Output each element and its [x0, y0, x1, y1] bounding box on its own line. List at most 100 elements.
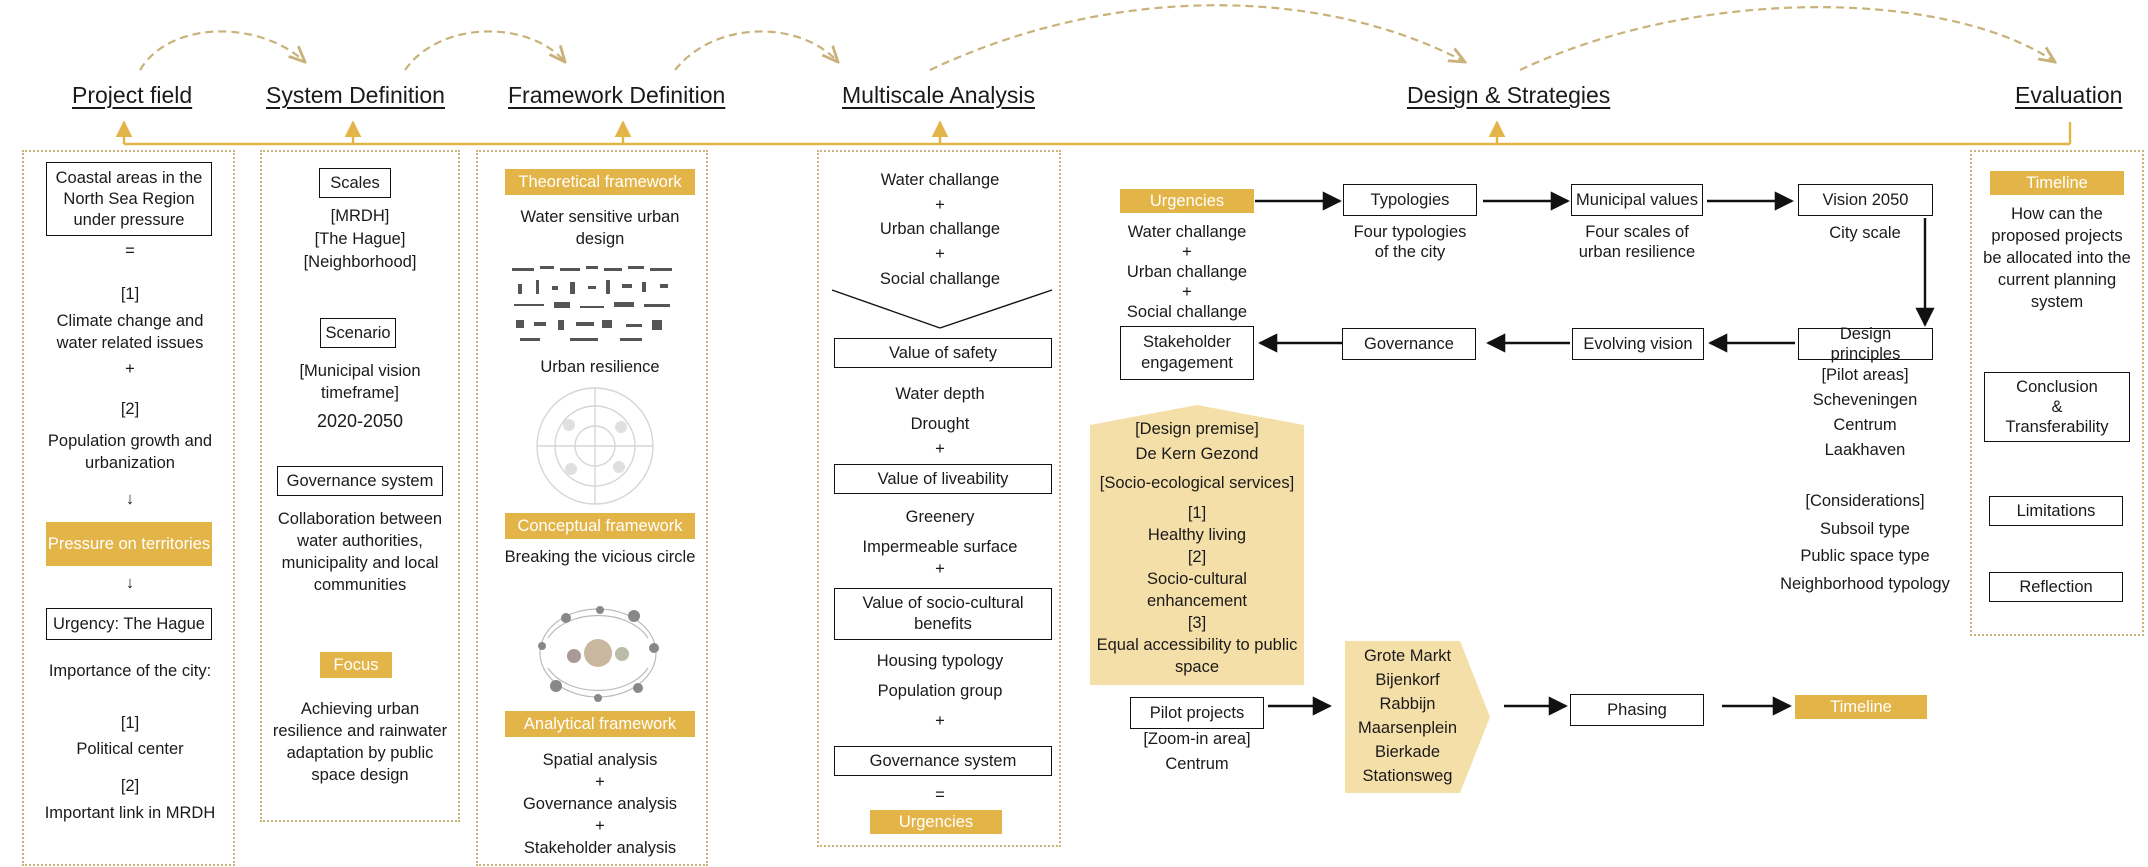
scales-box: Scales	[319, 168, 391, 198]
importance-number-2: [2]	[120, 777, 140, 795]
evolving-vision-box: Evolving vision	[1572, 328, 1704, 360]
multiscale-plus-5: +	[935, 712, 945, 730]
breaking-text: Breaking the vicious circle	[504, 548, 696, 566]
analytical-framework-label: Analytical framework	[505, 711, 695, 737]
multiscale-plus-4: +	[935, 560, 945, 578]
typologies-text: Four typologies of the city	[1353, 223, 1467, 261]
social-challenge-text: Social challange	[879, 270, 1001, 288]
design-arrows	[1255, 191, 1935, 716]
population-text: Population growth and urbanization	[47, 432, 213, 472]
title-multiscale-analysis: Multiscale Analysis	[842, 82, 1036, 108]
conclusion-transferability-box: Conclusion & Transferability	[1984, 372, 2130, 442]
subsoil-text: Subsoil type	[1820, 520, 1910, 538]
evaluation-timeline-label: Timeline	[1990, 171, 2124, 195]
design-principles-box: Design principles	[1798, 325, 1933, 363]
design-urgencies-label: Urgencies	[1120, 189, 1254, 213]
evaluation-question-text: How can the proposed projects be allocat…	[1983, 205, 2131, 311]
vision-2050-text: City scale	[1829, 224, 1901, 242]
pilot-areas-text: [Pilot areas]	[1821, 366, 1909, 384]
importance-text: Importance of the city:	[48, 662, 212, 680]
service-number-1: [1]	[1187, 504, 1207, 522]
framework-plus-2: +	[595, 817, 605, 835]
multiscale-equals: =	[935, 786, 945, 804]
political-center-text: Political center	[76, 740, 184, 758]
centrum-text: Centrum	[1833, 416, 1897, 434]
scheveningen-text: Scheveningen	[1812, 391, 1918, 409]
typologies-box: Typologies	[1343, 184, 1477, 216]
governance-analysis-text: Governance analysis	[522, 795, 678, 813]
focus-label: Focus	[320, 652, 392, 678]
impermeable-text: Impermeable surface	[862, 538, 1018, 556]
title-framework-definition: Framework Definition	[508, 82, 726, 108]
panel-system-definition	[260, 150, 460, 822]
achieving-text: Achieving urban resilience and rainwater…	[272, 700, 448, 784]
service-number-2: [2]	[1187, 548, 1207, 566]
population-group-text: Population group	[877, 682, 1003, 700]
vision-2050-box: Vision 2050	[1798, 184, 1933, 216]
spatial-analysis-text: Spatial analysis	[542, 751, 658, 769]
wsud-text: Water sensitive urban design	[520, 208, 680, 248]
multiscale-governance-box: Governance system	[834, 746, 1052, 776]
zoom-centrum-text: Centrum	[1165, 755, 1229, 773]
urban-resilience-figure	[536, 387, 654, 505]
multiscale-plus-2: +	[935, 245, 945, 263]
pilot-projects-box: Pilot projects	[1130, 697, 1264, 729]
funnel-lines	[831, 289, 1053, 329]
multiscale-plus-1: +	[935, 196, 945, 214]
urgency-hague-box: Urgency: The Hague	[46, 608, 212, 640]
greenery-text: Greenery	[905, 508, 975, 526]
years-text: 2020-2050	[316, 411, 404, 431]
limitations-box: Limitations	[1989, 496, 2123, 526]
value-liveability-box: Value of liveability	[834, 464, 1052, 494]
zoom-in-text: [Zoom-in area]	[1143, 730, 1251, 748]
item-number-1: [1]	[120, 285, 140, 303]
kern-gezond-text: De Kern Gezond	[1135, 445, 1259, 463]
title-system-definition: System Definition	[266, 82, 445, 108]
flow-arcs	[139, 4, 2055, 71]
municipal-values-text: Four scales of urban resilience	[1578, 223, 1696, 261]
value-sociocultural-box: Value of socio-cultural benefits	[834, 588, 1052, 640]
panel-project-field	[22, 150, 235, 866]
scales-text: [MRDH] [The Hague] [Neighborhood]	[303, 207, 417, 271]
healthy-living-text: Healthy living	[1147, 526, 1247, 544]
panel-evaluation	[1970, 150, 2144, 636]
water-challenge-text: Water challange	[880, 171, 1000, 189]
governance-system-box: Governance system	[277, 466, 443, 496]
value-safety-box: Value of safety	[834, 338, 1052, 368]
municipal-values-box: Municipal values	[1571, 184, 1703, 216]
governance-box: Governance	[1342, 328, 1476, 360]
title-evaluation: Evaluation	[2015, 82, 2123, 108]
gold-axis	[115, 120, 2072, 146]
coastal-areas-box: Coastal areas in the North Sea Region un…	[46, 162, 212, 236]
importance-number-1: [1]	[120, 714, 140, 732]
title-project-field: Project field	[72, 82, 193, 108]
title-design-strategies: Design & Strategies	[1407, 82, 1611, 108]
urban-challenge-text: Urban challange	[879, 220, 1001, 238]
water-depth-text: Water depth	[895, 385, 985, 403]
down-arrow-2: ↓	[125, 574, 135, 592]
neighborhood-typology-text: Neighborhood typology	[1780, 575, 1950, 593]
reflection-box: Reflection	[1989, 572, 2123, 602]
theoretical-framework-label: Theoretical framework	[505, 169, 695, 195]
public-space-text: Public space type	[1800, 547, 1930, 565]
climate-text: Climate change and water related issues	[56, 312, 204, 352]
pilot-projects-shape	[1345, 641, 1490, 793]
down-arrow-1: ↓	[125, 490, 135, 508]
plus-sign: +	[125, 360, 135, 378]
multiscale-plus-3: +	[935, 440, 945, 458]
laakhaven-text: Laakhaven	[1824, 441, 1906, 459]
panel-multiscale-analysis	[817, 150, 1061, 847]
vicious-circle-figure	[538, 606, 659, 702]
phasing-box: Phasing	[1570, 694, 1704, 726]
stakeholder-analysis-text: Stakeholder analysis	[523, 839, 677, 857]
framework-plus-1: +	[595, 773, 605, 791]
scenario-text: [Municipal vision timeframe]	[299, 362, 421, 402]
wsud-figure	[512, 266, 672, 341]
stakeholder-engagement-box: Stakeholder engagement	[1120, 326, 1254, 380]
housing-typology-text: Housing typology	[876, 652, 1004, 670]
pilot-projects-list: Grote Markt Bijenkorf Rabbijn Maarsenple…	[1357, 647, 1458, 785]
socio-ecological-services-text: [Socio-ecological services]	[1099, 474, 1295, 492]
design-premise-text: [Design premise]	[1135, 420, 1259, 438]
design-timeline-label: Timeline	[1795, 695, 1927, 719]
